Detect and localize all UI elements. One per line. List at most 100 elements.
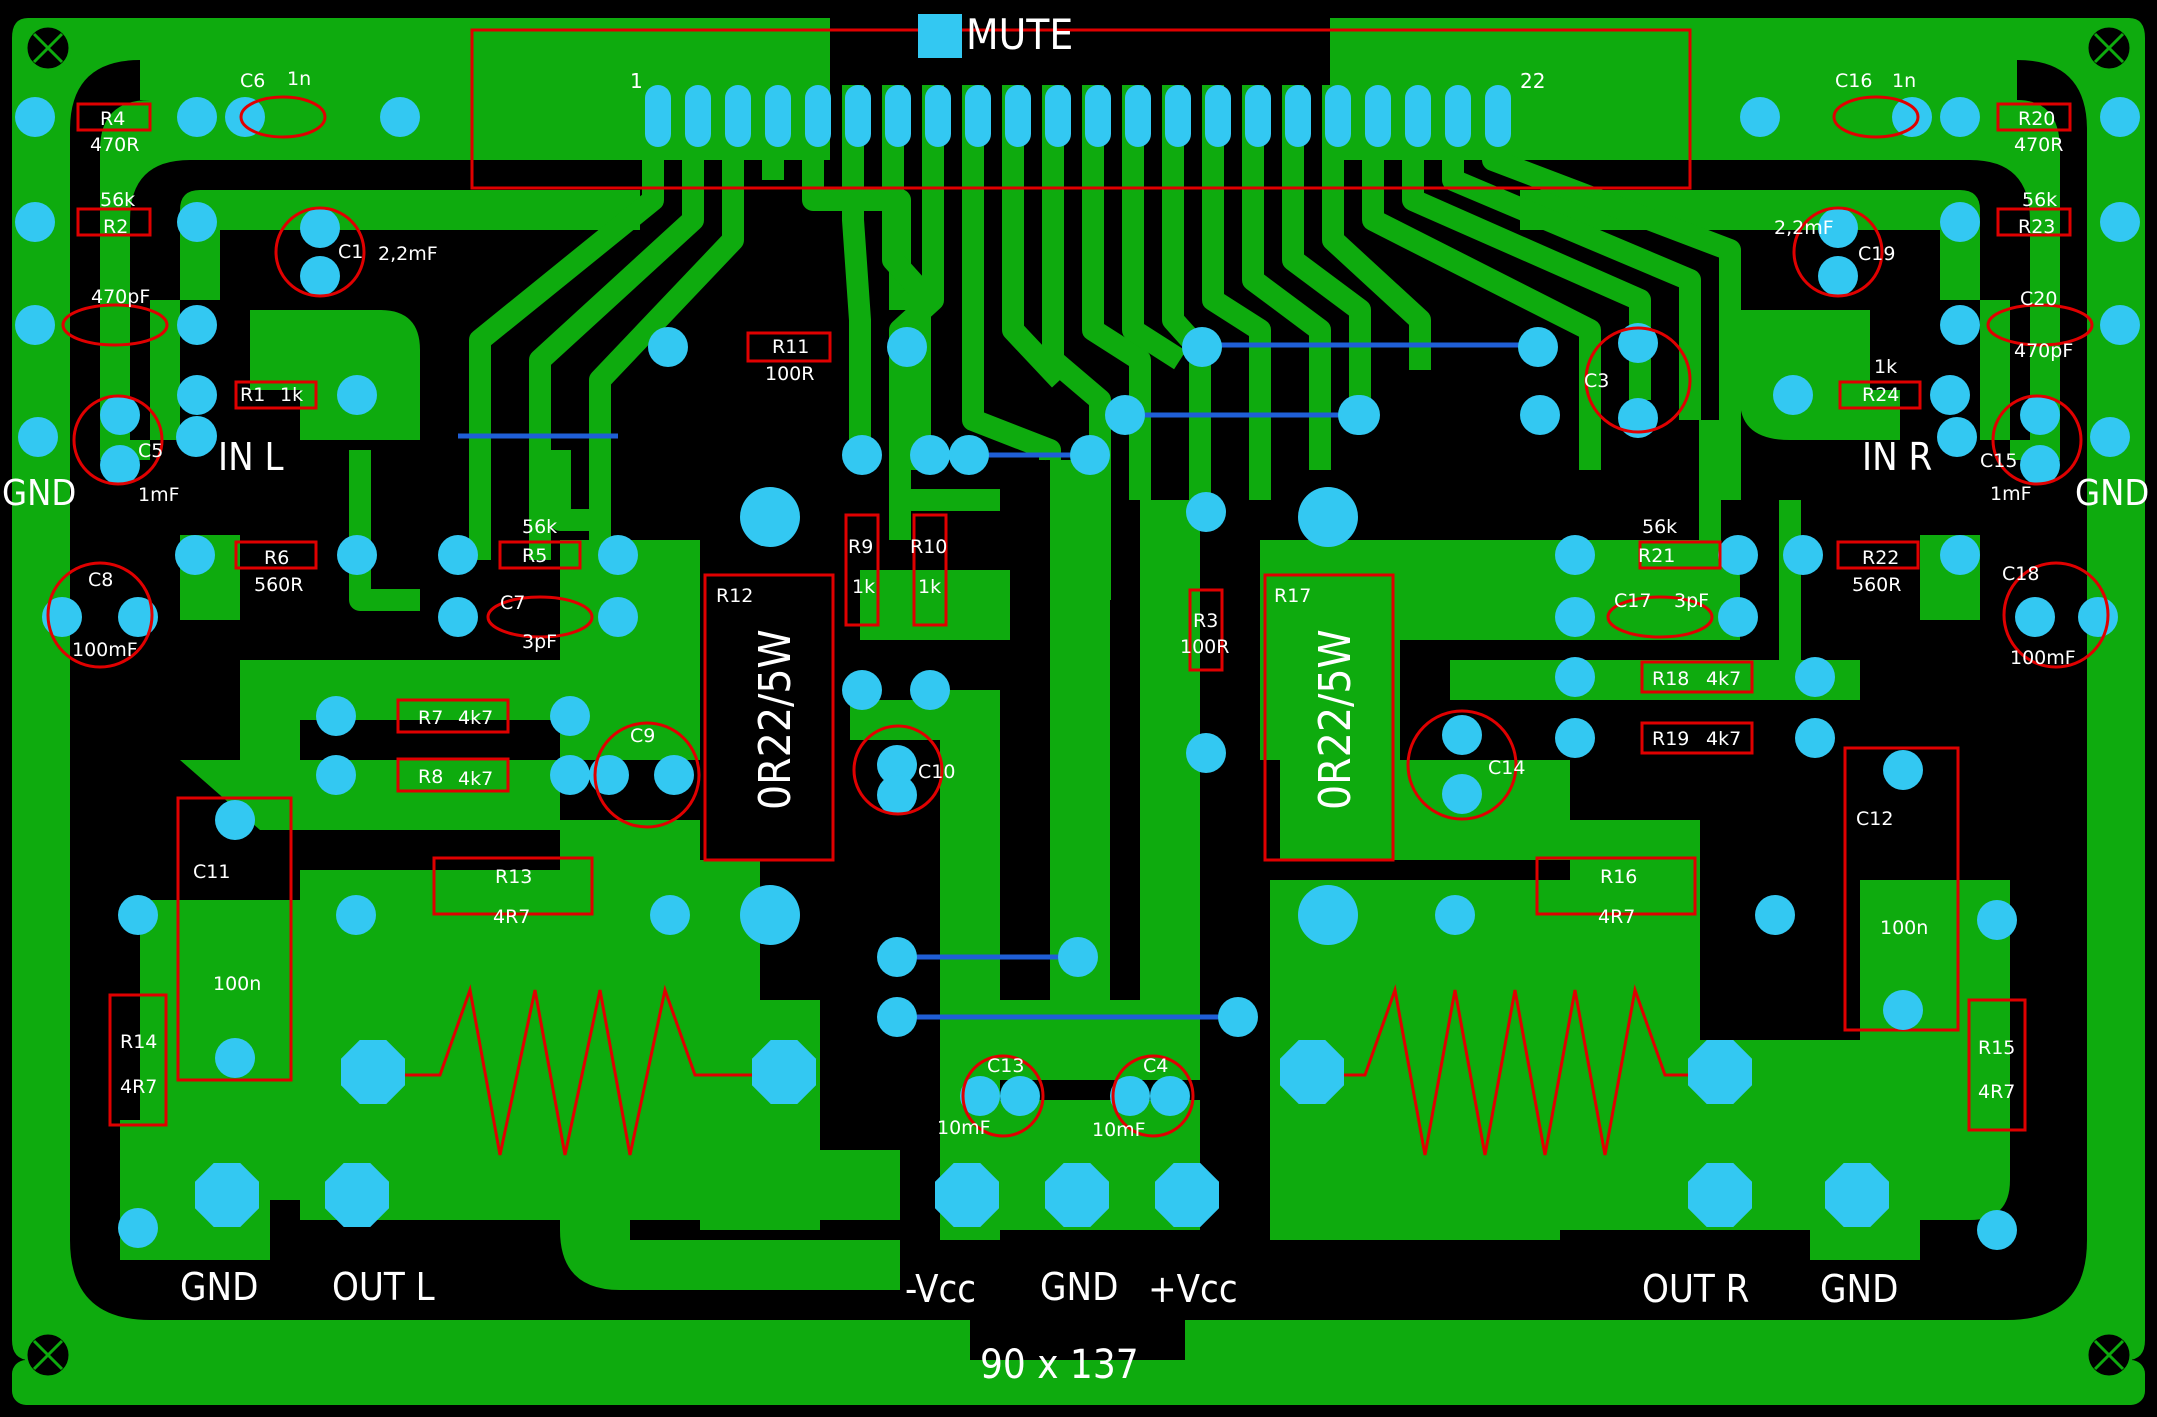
- r7-ref: R7: [418, 707, 443, 729]
- capacitor-body: [1991, 394, 2083, 486]
- c16-value: 1n: [1892, 70, 1916, 92]
- round-pad: [1186, 492, 1226, 532]
- ic-pin-pad: [1285, 85, 1311, 147]
- round-pad: [1555, 597, 1595, 637]
- power-pad: [740, 885, 800, 945]
- c6-ref: C6: [240, 70, 265, 92]
- r12-outline: [703, 573, 835, 862]
- ic-pin-pad: [845, 85, 871, 147]
- r4-ref: R4: [100, 108, 125, 130]
- r14-value: 4R7: [120, 1076, 157, 1098]
- c11-value: 100n: [213, 973, 261, 995]
- round-pad: [648, 327, 688, 367]
- r10-ref: R10: [910, 536, 947, 558]
- vcc-plus-label: +Vcc: [1148, 1267, 1238, 1311]
- c11-ref: C11: [193, 861, 230, 883]
- round-pad: [1795, 657, 1835, 697]
- round-pad: [1555, 718, 1595, 758]
- r19-ref: R19: [1652, 728, 1689, 750]
- round-pad: [2100, 202, 2140, 242]
- round-pad: [177, 305, 217, 345]
- r1-ref: R1: [240, 384, 265, 406]
- octagon-pad: [1825, 1163, 1889, 1227]
- capacitor-body: [852, 724, 944, 816]
- ic-pin-pad: [1125, 85, 1151, 147]
- octagon-pad: [1155, 1163, 1219, 1227]
- ic-pin-pad: [1205, 85, 1231, 147]
- coil-left: [380, 984, 785, 1156]
- c16-ref: C16: [1835, 70, 1872, 92]
- c12-outline: [1843, 746, 1960, 1032]
- round-pad: [1773, 375, 1813, 415]
- round-pad: [225, 97, 265, 137]
- round-pad: [842, 435, 882, 475]
- c6-value: 1n: [287, 68, 311, 90]
- in-left-label: IN L: [218, 435, 284, 479]
- mute-label: MUTE: [966, 10, 1073, 59]
- r14-ref: R14: [120, 1031, 157, 1053]
- round-pad: [1110, 1076, 1150, 1116]
- capacitor-body: [486, 595, 594, 639]
- coil-right: [1315, 984, 1725, 1156]
- c5-value: 1mF: [138, 484, 180, 506]
- in-right-label: IN R: [1862, 435, 1932, 479]
- round-pad: [1755, 895, 1795, 935]
- round-pad: [1940, 535, 1980, 575]
- resistor-body: [76, 102, 152, 132]
- resistor-body: [1188, 588, 1224, 672]
- capacitor-body: [61, 303, 169, 347]
- c470p-left-value: 470pF: [91, 286, 150, 308]
- ring-pad: [18, 417, 58, 457]
- ic-pin-pad: [1045, 85, 1071, 147]
- ic-pin-pad: [765, 85, 791, 147]
- resistor-body: [912, 513, 948, 627]
- round-pad: [2020, 445, 2060, 485]
- r15-value: 4R7: [1978, 1081, 2015, 1103]
- round-pad: [118, 895, 158, 935]
- ring-pad: [2090, 417, 2130, 457]
- gnd-right-edge: GND: [2075, 473, 2149, 514]
- resistor-body: [1996, 102, 2072, 132]
- r22-value: 560R: [1852, 574, 1901, 596]
- c18-value: 100mF: [2010, 647, 2076, 669]
- round-pad: [1930, 375, 1970, 415]
- round-pad: [1555, 657, 1595, 697]
- c7-ref: C7: [500, 592, 525, 614]
- gnd-left-edge: GND: [2, 473, 76, 514]
- r8-value: 4k7: [458, 768, 493, 790]
- round-pad: [1940, 97, 1980, 137]
- gnd-bottom-right: GND: [1820, 1267, 1898, 1311]
- round-pad: [550, 755, 590, 795]
- resistor-body: [746, 331, 832, 363]
- out-left-label: OUT L: [332, 1265, 435, 1309]
- resistor-body: [1838, 380, 1922, 410]
- round-pad: [1340, 395, 1380, 435]
- c12-value: 100n: [1880, 917, 1928, 939]
- r5-ref: R5: [522, 545, 547, 567]
- octagon-pad: [325, 1163, 389, 1227]
- ring-pad: [1937, 417, 1977, 457]
- r20-ref: R20: [2018, 108, 2055, 130]
- board-size-label: 90 x 137: [980, 1342, 1139, 1388]
- round-pad: [15, 202, 55, 242]
- c14-ref: C14: [1488, 757, 1525, 779]
- round-pad: [1435, 895, 1475, 935]
- round-pad: [1150, 1076, 1190, 1116]
- round-pad: [336, 895, 376, 935]
- ic-pin-pad: [805, 85, 831, 147]
- c10-ref: C10: [918, 761, 955, 783]
- capacitor-body: [239, 95, 327, 139]
- round-pad: [100, 445, 140, 485]
- ic-pin-pad: [1085, 85, 1111, 147]
- pad-layer: [15, 85, 2140, 1250]
- r15-ref: R15: [1978, 1037, 2015, 1059]
- r24-ref: R24: [1862, 384, 1899, 406]
- round-pad: [949, 435, 989, 475]
- round-pad: [1000, 1076, 1040, 1116]
- c11-outline: [176, 796, 293, 1082]
- c15-value: 1mF: [1990, 483, 2032, 505]
- round-pad: [316, 755, 356, 795]
- resistor-body: [1640, 721, 1754, 755]
- ic-pin-22: 22: [1520, 69, 1545, 93]
- c4-value: 10mF: [1092, 1119, 1146, 1141]
